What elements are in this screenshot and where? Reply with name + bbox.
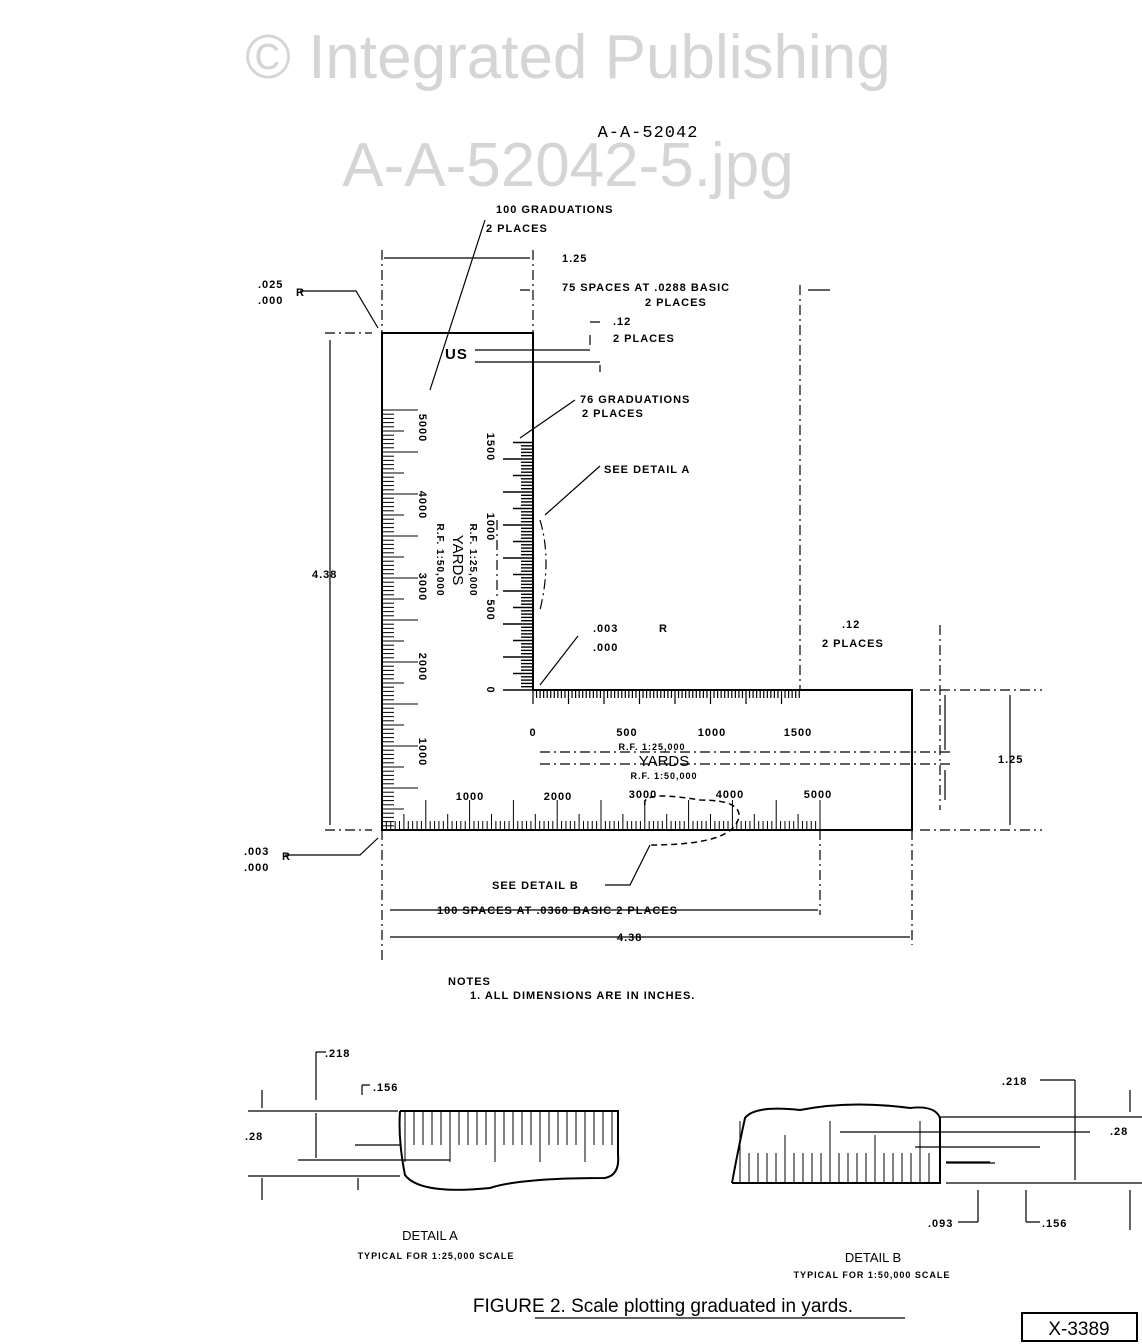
detail-b: .218 .28 .093 .156 DETAIL B TYPICAL FOR …	[731, 1076, 1142, 1280]
detail-b-dim-28: .28	[1110, 1126, 1128, 1138]
spaces100-callout: 100 SPACES AT .0360 BASIC 2 PLACES	[437, 905, 678, 917]
notes-title: NOTES	[448, 976, 491, 988]
radius-bottom-2: .000	[244, 862, 269, 874]
watermark-line-1: © Integrated Publishing	[245, 23, 890, 92]
rotated-rf-legend: R.F. 1:25,000 YARDS R.F. 1:50,000	[434, 523, 478, 596]
scale-label: 3000	[416, 573, 428, 601]
detail-a-outline	[496, 519, 547, 611]
scale-label: 3000	[629, 789, 657, 801]
grad100-places: 2 PLACES	[486, 223, 548, 235]
scale-label: 2000	[544, 791, 572, 803]
yards-label: YARDS	[639, 753, 690, 770]
see-detail-b: SEE DETAIL B	[492, 880, 579, 892]
rf-25000-label: R.F. 1:25,000	[467, 523, 478, 596]
detail-a-title: DETAIL A	[402, 1228, 458, 1243]
grad76-places: 2 PLACES	[582, 408, 644, 420]
us-mark: US	[445, 346, 468, 363]
rf-50000-label: R.F. 1:50,000	[434, 523, 445, 596]
detail-a-dim-218: .218	[325, 1048, 350, 1060]
outer-horizontal-graduations	[381, 800, 821, 830]
detail-a-dim-28: .28	[245, 1131, 263, 1143]
dim-12-top: .12	[613, 316, 631, 328]
outer-vertical-scale-labels: 5000 4000 3000 2000 1000	[416, 414, 428, 766]
scale-label: 1500	[484, 433, 496, 461]
detail-b-dim-093: .093	[928, 1218, 953, 1230]
detail-b-dim-156: .156	[1042, 1218, 1067, 1230]
inner-vertical-graduations	[503, 441, 533, 691]
detail-a-dim-156: .156	[373, 1082, 398, 1094]
figure-caption: FIGURE 2. Scale plotting graduated in ya…	[473, 1296, 853, 1317]
scale-label: 1000	[484, 513, 496, 541]
scale-label: 5000	[416, 414, 428, 442]
see-detail-a: SEE DETAIL A	[604, 464, 690, 476]
document-number: A-A-52042	[598, 124, 699, 143]
radius-bottom-1: .003	[244, 846, 269, 858]
radius-label: R	[659, 623, 668, 635]
radius-inner-1: .003	[593, 623, 618, 635]
detail-b-outline	[643, 795, 740, 846]
scale-label: 1000	[456, 791, 484, 803]
radius-label: R	[282, 851, 291, 863]
radius-top-2: .000	[258, 295, 283, 307]
radius-inner-2: .000	[593, 642, 618, 654]
grad100-callout: 100 GRADUATIONS	[496, 204, 613, 216]
scale-label: 4000	[716, 789, 744, 801]
rf-25000-label: R.F. 1:25,000	[618, 742, 685, 752]
detail-a-graduations	[404, 1112, 613, 1162]
scale-label: 0	[529, 727, 536, 739]
notes-item-1: 1. ALL DIMENSIONS ARE IN INCHES.	[470, 990, 695, 1002]
scale-label: 1500	[784, 727, 812, 739]
outer-horizontal-scale-labels: 1000 2000 3000 4000 5000	[456, 789, 832, 803]
detail-b-title: DETAIL B	[845, 1250, 901, 1265]
figure-id: X-3389	[1048, 1319, 1109, 1340]
dim-125-top: 1.25	[562, 253, 587, 265]
watermark-line-2: A-A-52042-5.jpg	[342, 131, 794, 200]
spaces75-places: 2 PLACES	[645, 297, 707, 309]
dim-12-right: .12	[842, 619, 860, 631]
inner-horizontal-scale-labels: 0 500 1000 1500	[529, 727, 812, 739]
scale-label: 5000	[804, 789, 832, 801]
dimension-callouts: 100 GRADUATIONS 2 PLACES 1.25 75 SPACES …	[244, 204, 1023, 1002]
scale-label: 0	[484, 686, 496, 693]
detail-a: .218 .156 .28 DETAIL A TYPICAL FOR 1:25,…	[245, 1048, 620, 1261]
dim-438-vertical: 4.38	[312, 569, 337, 581]
scale-label: 4000	[416, 491, 428, 519]
radius-label: R	[296, 287, 305, 299]
dimension-lines	[285, 219, 1042, 960]
scale-label: 1000	[698, 727, 726, 739]
scale-label: 500	[616, 727, 637, 739]
scale-label: 1000	[416, 738, 428, 766]
dim-12-top-places: 2 PLACES	[613, 333, 675, 345]
inner-vertical-scale-labels: 1500 1000 500 0	[484, 433, 496, 694]
outer-vertical-graduations	[382, 409, 418, 831]
inner-horizontal-graduations	[532, 690, 800, 704]
spaces75-callout: 75 SPACES AT .0288 BASIC	[562, 282, 730, 294]
detail-b-graduations	[739, 1121, 930, 1183]
figure-id-box	[1021, 1312, 1138, 1342]
scale-label: 2000	[416, 653, 428, 681]
radius-top-1: .025	[258, 279, 283, 291]
dim-438-horizontal: 4.38	[617, 932, 642, 944]
dim-125-right: 1.25	[998, 754, 1023, 766]
yards-label: YARDS	[449, 535, 466, 586]
detail-b-dim-218: .218	[1002, 1076, 1027, 1088]
scale-label: 500	[484, 599, 496, 620]
grad76-callout: 76 GRADUATIONS	[580, 394, 690, 406]
dim-12-right-places: 2 PLACES	[822, 638, 884, 650]
detail-b-subtitle: TYPICAL FOR 1:50,000 SCALE	[794, 1270, 951, 1280]
rf-50000-label: R.F. 1:50,000	[630, 771, 697, 781]
detail-a-subtitle: TYPICAL FOR 1:25,000 SCALE	[358, 1251, 515, 1261]
